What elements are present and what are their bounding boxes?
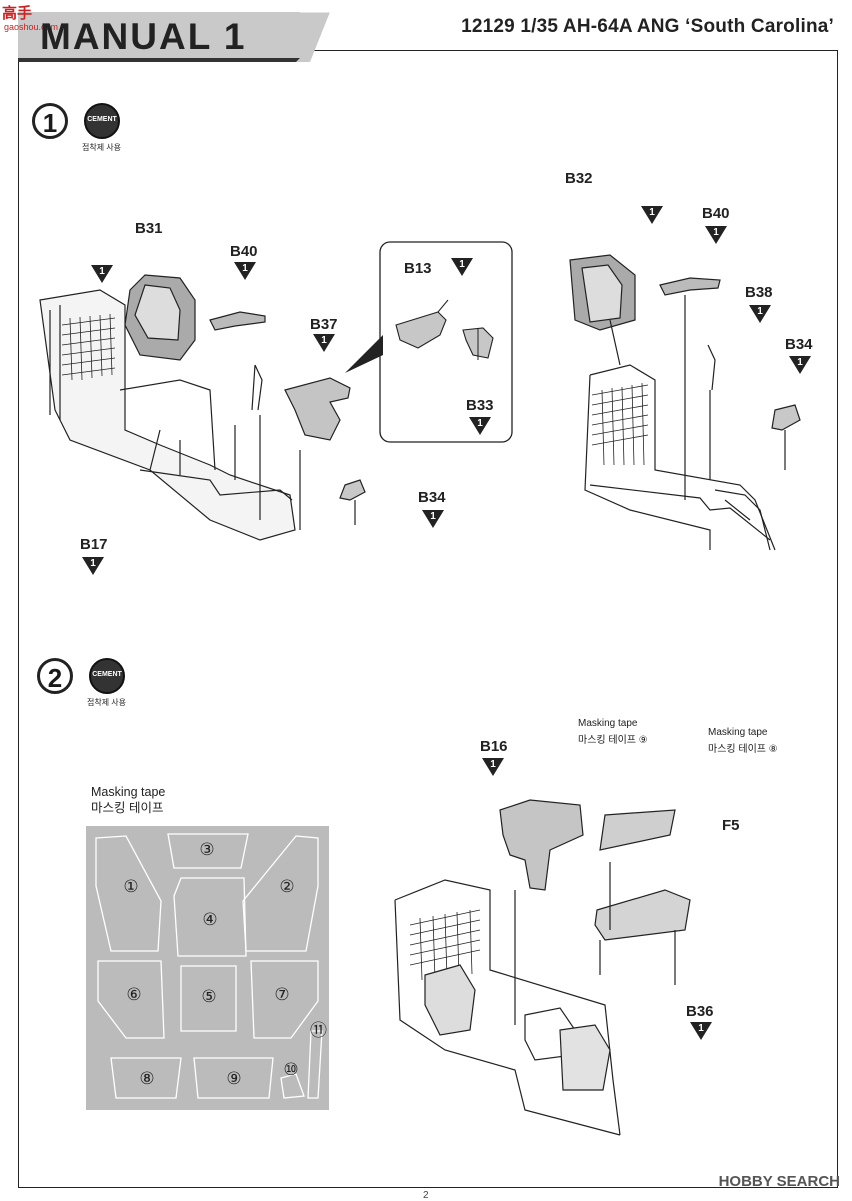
part-label-b17: B17 (80, 536, 108, 553)
mask-piece-6: ⑥ (126, 985, 142, 1004)
cement-korean: 접착제 사용 (82, 143, 122, 152)
mask-piece-7: ⑦ (274, 985, 290, 1004)
mask-piece-10: ⑩ (283, 1060, 299, 1079)
cement-icon: CEMENT (89, 658, 125, 694)
kit-subtitle: 12129 1/35 AH-64A ANG ‘South Carolina’ (461, 16, 834, 37)
detail-inset (379, 241, 513, 443)
part-label-b37: B37 (310, 316, 338, 333)
page-number: 2 (423, 1190, 429, 1201)
qty-marker: 1 (690, 1022, 712, 1040)
step-2-number: 2 (37, 658, 73, 694)
mask-piece-5: ⑤ (201, 987, 217, 1006)
masking-outlines (95, 833, 323, 1099)
mask-piece-4: ④ (202, 910, 218, 929)
masking-title-ko: 마스킹 테이프 (91, 801, 164, 815)
part-label-b33: B33 (466, 397, 494, 414)
cement-label: CEMENT (87, 116, 117, 123)
step1-cockpit-drawing (39, 274, 366, 541)
part-label-b16: B16 (480, 738, 508, 755)
mask-piece-8: ⑧ (139, 1069, 155, 1088)
step2-cockpit-drawing (394, 799, 691, 1136)
part-label-b31: B31 (135, 220, 163, 237)
masking-tape-sheet: ① ③ ② ④ ⑥ ⑤ ⑦ ⑧ ⑨ ⑩ ⑪ (86, 826, 329, 1110)
mask-piece-3: ③ (199, 840, 215, 859)
qty-marker: 1 (641, 206, 663, 224)
part-label-b38: B38 (745, 284, 773, 301)
part-label-b13: B13 (404, 260, 432, 277)
watermark-logo: 高手 (2, 5, 33, 22)
mask-piece-2: ② (279, 877, 295, 896)
cement-icon: CEMENT (84, 103, 120, 139)
part-label-b32: B32 (565, 170, 593, 187)
qty-marker: 1 (234, 262, 256, 280)
page-title: MANUAL 1 (40, 16, 247, 57)
mask8-label-en: Masking tape (708, 727, 768, 738)
qty-marker: 1 (82, 557, 104, 575)
masking-sheet-title: Masking tape 마스킹 테이프 (91, 784, 165, 816)
step1-result-drawing (569, 254, 801, 551)
part-label-b34: B34 (418, 489, 446, 506)
inset-pointer (345, 335, 383, 373)
mask-piece-1: ① (123, 877, 139, 896)
qty-marker: 1 (313, 334, 335, 352)
masking-title-en: Masking tape (91, 785, 166, 799)
qty-marker: 1 (91, 265, 113, 283)
header-bar: 高手 gaoshou.com MANUAL 1 12129 1/35 AH-64… (0, 0, 852, 62)
mask-piece-11: ⑪ (310, 1021, 327, 1040)
header-banner (18, 11, 852, 62)
qty-marker: 1 (469, 417, 491, 435)
cement-label: CEMENT (92, 671, 122, 678)
mask9-label-ko: 마스킹 테이프 ⑨ (578, 735, 648, 746)
mask8-label-ko: 마스킹 테이프 ⑧ (708, 744, 778, 755)
qty-marker: 1 (705, 226, 727, 244)
part-label-b40: B40 (702, 205, 730, 222)
qty-marker: 1 (749, 305, 771, 323)
qty-marker: 1 (422, 510, 444, 528)
step-1-number: 1 (32, 103, 68, 139)
mask9-label-en: Masking tape (578, 718, 638, 729)
hobbysearch-watermark: HOBBY SEARCH (718, 1173, 840, 1190)
cement-korean: 접착제 사용 (87, 698, 127, 707)
qty-marker: 1 (789, 356, 811, 374)
part-label-b40: B40 (230, 243, 258, 260)
watermark-url: gaoshou.com (4, 22, 59, 32)
part-label-b36: B36 (686, 1003, 714, 1020)
page-frame (18, 50, 838, 1188)
part-label-f5: F5 (722, 817, 740, 834)
qty-marker: 1 (482, 758, 504, 776)
qty-marker: 1 (451, 258, 473, 276)
mask-piece-9: ⑨ (226, 1069, 242, 1088)
part-label-b34: B34 (785, 336, 813, 353)
